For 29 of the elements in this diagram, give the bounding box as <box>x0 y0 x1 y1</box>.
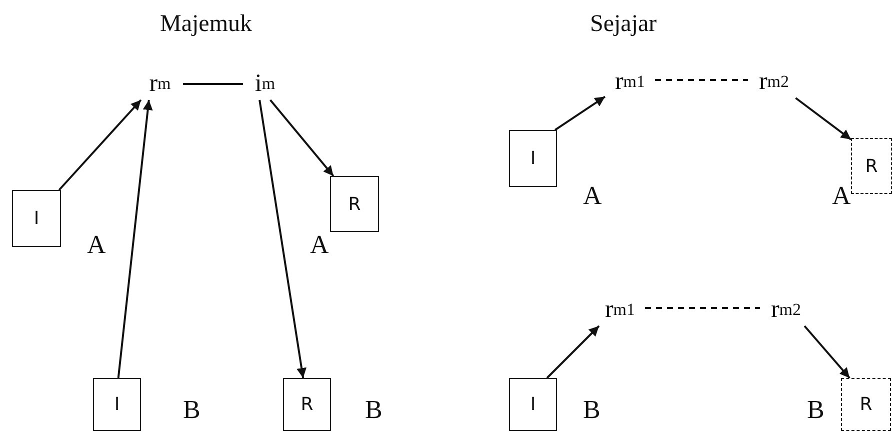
region-letter: B <box>583 397 600 423</box>
dashed-box: R <box>851 138 892 194</box>
region-letter: A <box>583 183 602 209</box>
region-letter: B <box>807 397 824 423</box>
region-letter: B <box>365 397 382 423</box>
arrow <box>117 100 153 378</box>
connector-line <box>655 79 748 81</box>
region-letter: A <box>310 232 329 258</box>
region-letter: A <box>87 232 106 258</box>
arrow <box>795 97 852 140</box>
connector-line <box>645 307 760 309</box>
heading: Majemuk <box>160 12 252 36</box>
labeled-box: I <box>93 378 141 431</box>
labeled-box: R <box>330 176 379 232</box>
dashed-box: R <box>841 378 891 431</box>
labeled-box: I <box>12 190 61 247</box>
arrow <box>554 96 606 131</box>
connector-line <box>183 83 243 85</box>
labeled-box: R <box>283 378 331 431</box>
region-letter: A <box>832 183 851 209</box>
heading: Sejajar <box>590 12 657 36</box>
arrow <box>270 99 334 177</box>
arrow <box>258 100 306 378</box>
arrow <box>804 325 850 379</box>
region-letter: B <box>183 397 200 423</box>
labeled-box: I <box>509 378 557 431</box>
labeled-box: I <box>509 130 557 187</box>
arrow <box>58 99 142 191</box>
arrow <box>546 325 600 379</box>
